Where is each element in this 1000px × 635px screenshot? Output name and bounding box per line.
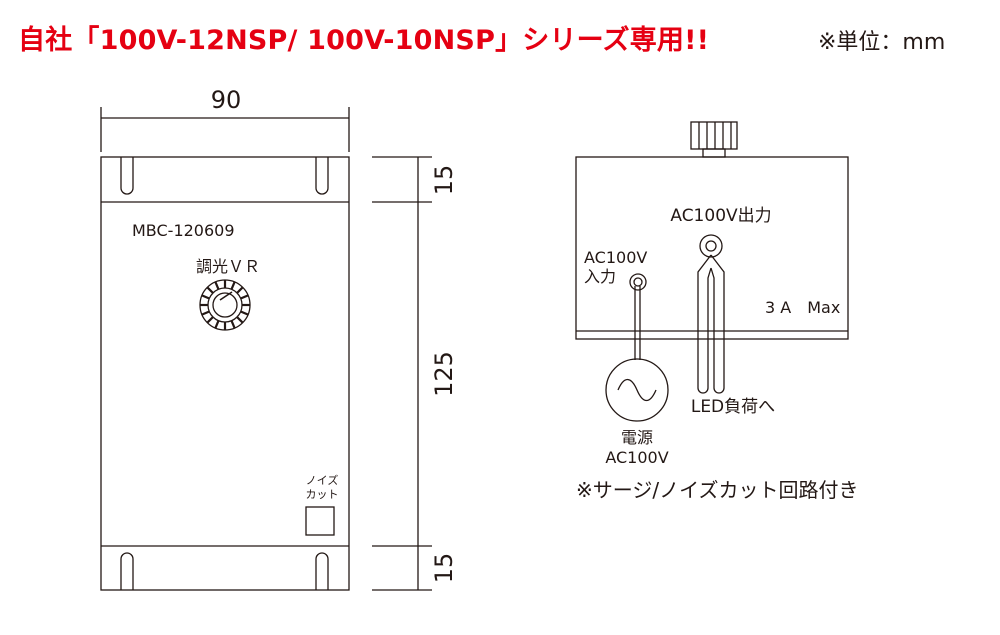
output-lead-left	[697, 254, 712, 394]
input-label-line1: AC100V	[584, 248, 647, 267]
input-label-line2: 入力	[584, 267, 616, 286]
middle-dimension-label: 125	[430, 351, 458, 397]
power-source-label-line2: AC100V	[605, 448, 668, 467]
knob-indicator	[219, 291, 233, 301]
surge-note: ※サージ/ノイズカット回路付き	[576, 478, 859, 502]
unit-note: ※単位：mm	[818, 30, 946, 55]
bottom-dimension-label: 15	[430, 553, 458, 584]
page-title: 自社「100V-12NSP/ 100V-10NSP」シリーズ専用!!	[18, 25, 710, 56]
width-dimension-label: 90	[211, 86, 242, 114]
dimmer-label: 調光ＶＲ	[196, 257, 260, 276]
output-terminal	[699, 234, 723, 258]
noise-cut-label-line1: ノイズ	[306, 473, 339, 487]
unit-body-outline	[100, 156, 350, 591]
power-source-label-line1: 電源	[621, 428, 653, 447]
knob-teeth	[200, 280, 250, 330]
noise-cut-label-line2: カット	[306, 488, 339, 501]
output-label: AC100V出力	[670, 206, 771, 226]
input-terminal	[629, 273, 647, 291]
output-lead-right	[710, 254, 725, 394]
dimmer-knob	[199, 279, 251, 331]
rating-label: 3 A Max	[765, 298, 840, 317]
bottom-right-slot	[315, 552, 329, 590]
adjuster-knob	[690, 121, 738, 158]
top-left-slot	[120, 157, 134, 195]
model-label: MBC-120609	[132, 221, 235, 240]
front-view	[100, 107, 432, 591]
ac-source-symbol	[605, 358, 669, 422]
led-load-label: LED負荷へ	[691, 397, 775, 417]
wiring-view	[575, 121, 849, 422]
bottom-left-slot	[120, 552, 134, 590]
top-dimension-label: 15	[430, 165, 458, 196]
top-right-slot	[315, 157, 329, 195]
sine-wave-icon	[617, 378, 657, 402]
noise-cut-switch	[305, 506, 335, 536]
